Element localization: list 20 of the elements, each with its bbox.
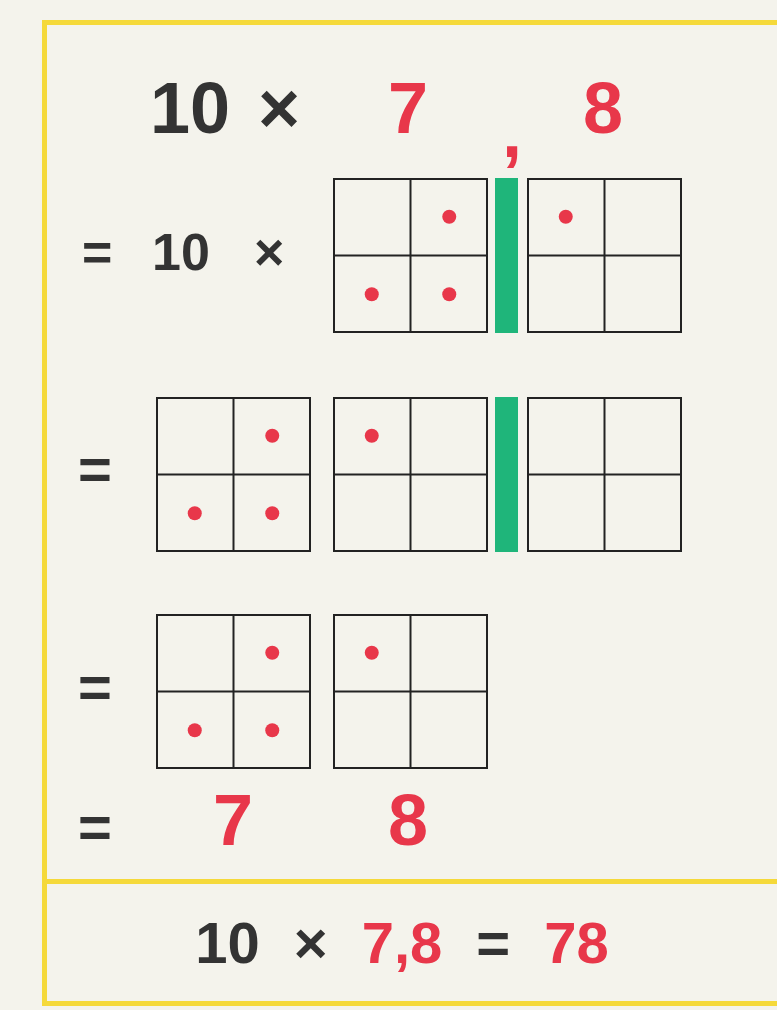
- operator-text: ×: [258, 72, 301, 144]
- digit-text: 7: [388, 72, 429, 144]
- operator-text: ×: [293, 913, 328, 972]
- operator-text: ×: [254, 226, 285, 278]
- number-text: 10: [195, 913, 260, 972]
- operator-text: =: [78, 798, 112, 856]
- digit-text: 8: [388, 784, 429, 856]
- operator-text: =: [78, 658, 112, 716]
- number-text: 10: [152, 226, 210, 278]
- digit-text: 7: [213, 784, 254, 856]
- separator-bar: [495, 178, 518, 333]
- decimal-number-text: 7,8: [361, 913, 443, 972]
- comma-text: ,: [502, 96, 522, 168]
- operator-text: =: [78, 440, 112, 498]
- number-text: 10: [150, 72, 231, 144]
- number-text: 78: [544, 913, 609, 972]
- digit-text: 8: [583, 72, 624, 144]
- separator-bar: [495, 397, 518, 552]
- operator-text: =: [476, 913, 511, 972]
- operator-text: =: [82, 226, 113, 278]
